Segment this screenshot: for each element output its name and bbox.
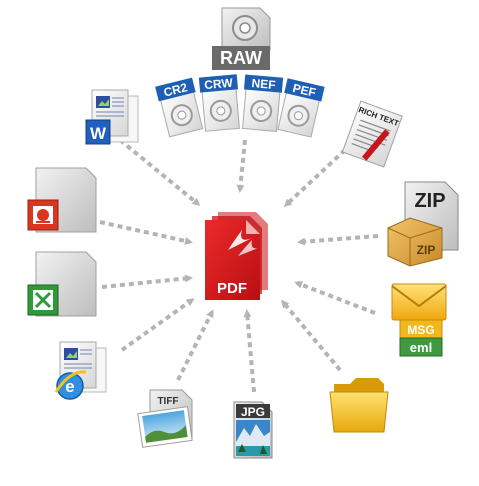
arrow-from-folder	[281, 299, 342, 372]
arrow-from-html	[120, 298, 195, 352]
raw-format-cr2-label: CR2	[162, 80, 189, 99]
pdf-label: PDF	[217, 280, 247, 297]
folder-icon	[329, 378, 389, 433]
zip-archive-icon: ZIP ZIP	[387, 181, 459, 267]
arrow-from-excel	[101, 274, 193, 289]
eml-label: eml	[410, 340, 432, 355]
svg-text:W: W	[90, 124, 107, 143]
raw-format-cr2: CR2	[155, 77, 204, 138]
raw-format-crw-label: CRW	[204, 76, 234, 92]
raw-format-pef: PEF	[277, 78, 325, 138]
word-document-icon: W	[85, 89, 139, 145]
pdf-document-icon: PDF	[205, 212, 268, 300]
zip-box-label: ZIP	[417, 243, 436, 257]
raw-format-nef: NEF	[242, 74, 284, 132]
arrow-from-tiff	[176, 309, 214, 381]
raw-label: RAW	[220, 48, 262, 68]
zip-label: ZIP	[414, 190, 445, 212]
raw-format-pef-label: PEF	[291, 81, 317, 100]
raw-format-crw: CRW	[198, 74, 240, 132]
raw-tab	[212, 46, 270, 70]
arrow-from-jpg	[243, 309, 256, 393]
email-envelope-icon: MSG eml	[391, 283, 447, 357]
rich-text-document-icon: RICH TEXT	[341, 100, 403, 168]
arrow-from-email	[294, 281, 376, 315]
arrows-group	[99, 138, 379, 393]
arrow-from-raw	[236, 139, 247, 193]
tiff-label: TIFF	[157, 396, 178, 407]
excel-document-icon	[27, 251, 97, 317]
raw-format-nef-label: NEF	[251, 76, 276, 92]
arrow-from-powerpoint	[99, 220, 193, 245]
svg-text:e: e	[65, 377, 74, 396]
msg-label: MSG	[407, 323, 434, 337]
arrow-from-word	[118, 138, 201, 206]
internet-explorer-document-icon: e	[54, 341, 107, 400]
powerpoint-document-icon	[27, 167, 97, 233]
tiff-image-icon: TIFF	[137, 389, 193, 448]
arrow-from-zip	[297, 234, 379, 246]
camera-aperture-icon: RAW	[212, 7, 271, 70]
arrow-from-rtf	[283, 148, 347, 208]
jpg-label: JPG	[241, 405, 265, 419]
jpg-image-icon: JPG	[233, 401, 273, 459]
